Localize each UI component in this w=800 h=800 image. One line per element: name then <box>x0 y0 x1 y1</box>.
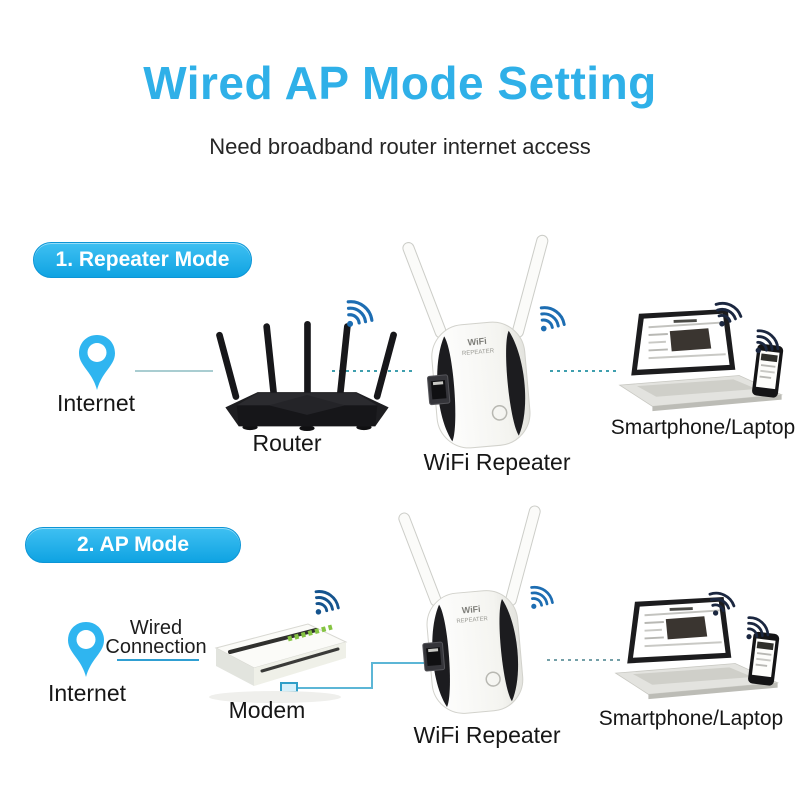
repeater-brand-text: WiFi <box>467 336 487 348</box>
node-label-wifi-repeater: WiFi Repeater <box>413 722 561 748</box>
wifi-signal-icon <box>742 320 787 365</box>
wifi-signal-icon <box>301 580 347 626</box>
wired-connection-underline <box>117 659 199 661</box>
wifi-signal-icon <box>518 577 561 620</box>
node-label-internet: Internet <box>57 390 135 416</box>
wifi-signal-icon <box>332 290 383 341</box>
node-label-internet: Internet <box>48 680 126 706</box>
smartphone-laptop-image <box>618 308 784 412</box>
internet-pin-icon <box>68 622 104 677</box>
node-label-modem: Modem <box>228 697 306 723</box>
repeater-brand-subtext: REPEATER <box>456 616 488 625</box>
wired-connection-label-line1: Wired <box>129 617 183 639</box>
section-badge-repeater-mode: 1. Repeater Mode <box>33 242 252 278</box>
wifi-signal-icon <box>699 583 742 626</box>
page-subtitle: Need broadband router internet access <box>209 134 591 159</box>
node-label-smartphone-laptop: Smartphone/Laptop <box>598 707 784 730</box>
wifi-repeater-image: WiFi REPEATER <box>398 505 541 714</box>
wifi-signal-icon <box>734 608 778 652</box>
dotted-line-repeater-to-laptop <box>547 659 621 661</box>
page-title: Wired AP Mode Setting <box>143 57 657 109</box>
section-badge-label: 1. Repeater Mode <box>55 248 230 271</box>
modem-image <box>209 623 348 703</box>
section-badge-label: 2. AP Mode <box>76 533 190 556</box>
node-label-wifi-repeater: WiFi Repeater <box>423 449 571 475</box>
router-image <box>216 320 397 432</box>
node-label-router: Router <box>252 430 322 456</box>
wifi-repeater-image: WiFi REPEATER <box>402 234 549 449</box>
repeater-brand-text: WiFi <box>461 604 480 616</box>
line-internet-to-router <box>135 370 213 372</box>
wired-connection-label-line2: Connection <box>105 636 207 658</box>
section-badge-ap-mode: 2. AP Mode <box>25 527 241 563</box>
wifi-signal-icon <box>526 296 573 343</box>
wifi-signal-icon <box>704 292 748 336</box>
node-label-smartphone-laptop: Smartphone/Laptop <box>610 416 796 439</box>
internet-pin-icon <box>79 335 115 390</box>
repeater-brand-subtext: REPEATER <box>462 348 495 357</box>
smartphone-laptop-image <box>614 596 780 700</box>
